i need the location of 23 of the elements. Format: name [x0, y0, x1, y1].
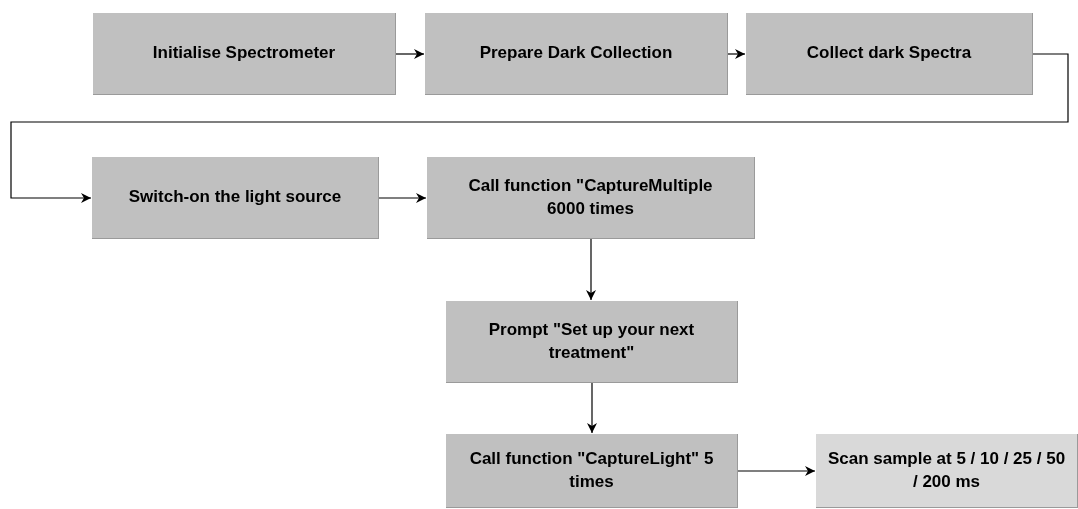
process-box — [446, 434, 738, 508]
arrow — [395, 49, 425, 59]
process-box — [427, 157, 755, 239]
box-label: Prompt "Set up your next treatment" — [487, 318, 696, 364]
box-label: Collect dark Spectra — [806, 42, 972, 65]
box-label: Call function "CaptureLight" 5 times — [468, 447, 715, 493]
box-label: Scan sample at 5 / 10 / 25 / 50 / 200 ms — [826, 447, 1067, 493]
arrow — [586, 238, 596, 301]
box-label: Switch-on the light source — [128, 186, 342, 209]
arrow — [378, 193, 427, 203]
process-box — [92, 157, 379, 239]
box-label: Prepare Dark Collection — [479, 42, 673, 65]
arrow — [587, 382, 597, 434]
box-label: Call function "CaptureMultiple 6000 times — [467, 174, 714, 220]
arrow — [737, 466, 816, 476]
arrow — [727, 49, 746, 59]
process-box — [816, 434, 1078, 508]
arrow — [10, 53, 1069, 203]
process-box — [93, 13, 396, 95]
process-box — [746, 13, 1033, 95]
box-label: Initialise Spectrometer — [152, 42, 336, 65]
process-box — [425, 13, 728, 95]
process-box — [446, 301, 738, 383]
